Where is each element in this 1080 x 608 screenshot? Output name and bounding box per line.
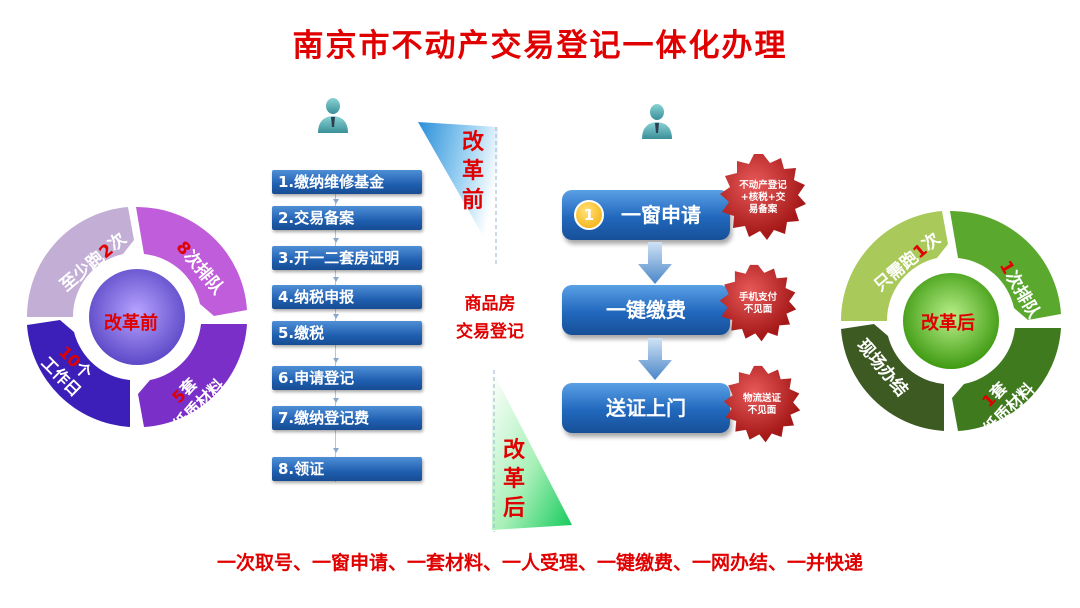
after-reform-cycle-diagram: [840, 210, 1061, 431]
disk-center-label: 改革后: [921, 313, 975, 334]
step-item: 3.开一二套房证明: [272, 246, 422, 270]
arrow-down-icon: [333, 314, 339, 319]
step-item: 4.纳税申报: [272, 285, 422, 309]
before-reform-triangle: [418, 122, 498, 267]
segment-top-right: [136, 206, 247, 316]
page-title: 南京市不动产交易登记一体化办理: [292, 28, 788, 64]
arrow-down-icon: [333, 238, 339, 243]
step-item: 2.交易备案: [272, 206, 422, 230]
segment-bottom-left: [27, 320, 130, 427]
step-number-badge: 1: [574, 200, 604, 230]
arrow-down-icon: [333, 398, 339, 403]
seal-badge: [720, 154, 806, 240]
after-reform-triangle: [492, 370, 572, 532]
after-reform-label: 改革后: [502, 438, 525, 521]
seal-badge: [723, 365, 801, 443]
step-item: 7.缴纳登记费: [272, 406, 422, 430]
one-click-pay-button: 一键缴费: [562, 285, 730, 335]
seal-text: 手机支付不见面: [738, 292, 777, 315]
step-item: 5.缴税: [272, 321, 422, 345]
person-icon: [642, 104, 672, 139]
arrow-down-icon: [333, 277, 339, 282]
segment-top-left: [26, 207, 134, 317]
segment-bottom-right: [138, 324, 247, 427]
arrow-down-icon: [333, 358, 339, 363]
arrow-down-icon: [333, 199, 339, 204]
arrow-down-icon: [638, 242, 672, 284]
arrow-down-icon: [638, 338, 672, 380]
step-item: 6.申请登记: [272, 366, 422, 390]
seal-text: 不动产登记+核税+交易备案: [739, 180, 787, 215]
deliver-certificate-button: 送证上门: [562, 383, 730, 433]
footer-slogan: 一次取号、一窗申请、一套材料、一人受理、一键缴费、一网办结、一并快递: [216, 552, 863, 574]
before-reform-cycle-diagram: [26, 206, 247, 427]
before-reform-label: 改革前: [461, 130, 484, 213]
seal-badge: [719, 264, 797, 342]
center-label: 商品房交易登记: [456, 294, 524, 342]
seal-text: 物流送证不见面: [742, 393, 781, 416]
step-item: 8.领证: [272, 457, 422, 481]
arrow-down-icon: [333, 448, 339, 453]
step-item: 1.缴纳维修基金: [272, 170, 422, 194]
disk-center-label: 改革前: [104, 313, 158, 334]
person-icon: [318, 98, 348, 133]
